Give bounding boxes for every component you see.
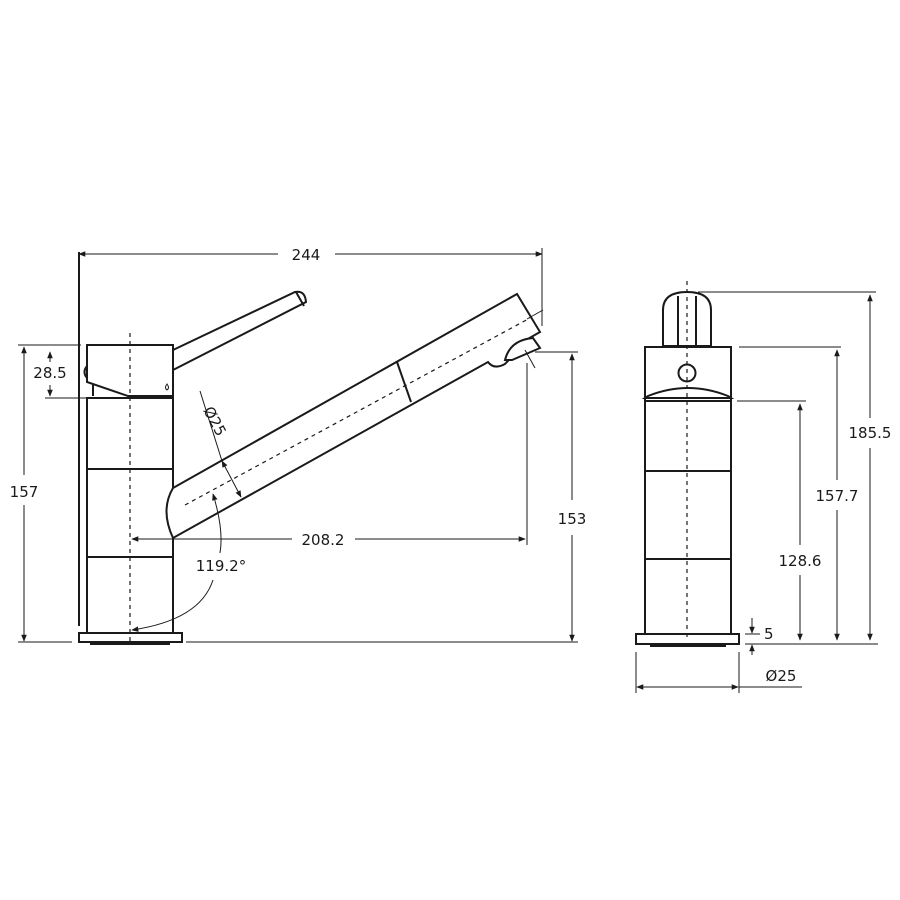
dim-side-overall-height: 185.5 [849, 424, 892, 442]
dim-spout-reach: 208.2 [302, 531, 345, 549]
dim-base-thickness: 5 [764, 625, 774, 643]
side-view [635, 281, 740, 647]
dim-body-height: 157 [10, 483, 39, 501]
side-dimensions: 185.5 157.7 128.6 5 Ø25 [635, 291, 892, 693]
dim-base-diameter: Ø25 [766, 667, 797, 685]
front-spout-centerline [184, 317, 531, 506]
dim-spout-diameter: Ø25 [199, 403, 229, 439]
dim-outlet-height: 153 [558, 510, 587, 528]
dim-spout-angle: 119.2° [196, 557, 246, 575]
dim-handle-height: 28.5 [33, 364, 66, 382]
front-view [78, 252, 544, 645]
dim-side-lower-body-height: 128.6 [779, 552, 822, 570]
front-handle-head [86, 344, 174, 397]
dim-overall-width: 244 [292, 246, 321, 264]
side-body-column [644, 400, 732, 635]
front-lever [172, 290, 308, 372]
front-dimensions: 244 28.5 157 Ø25 208.2 119.2° 153 [10, 246, 587, 643]
dim-side-top-body-height: 157.7 [816, 487, 859, 505]
